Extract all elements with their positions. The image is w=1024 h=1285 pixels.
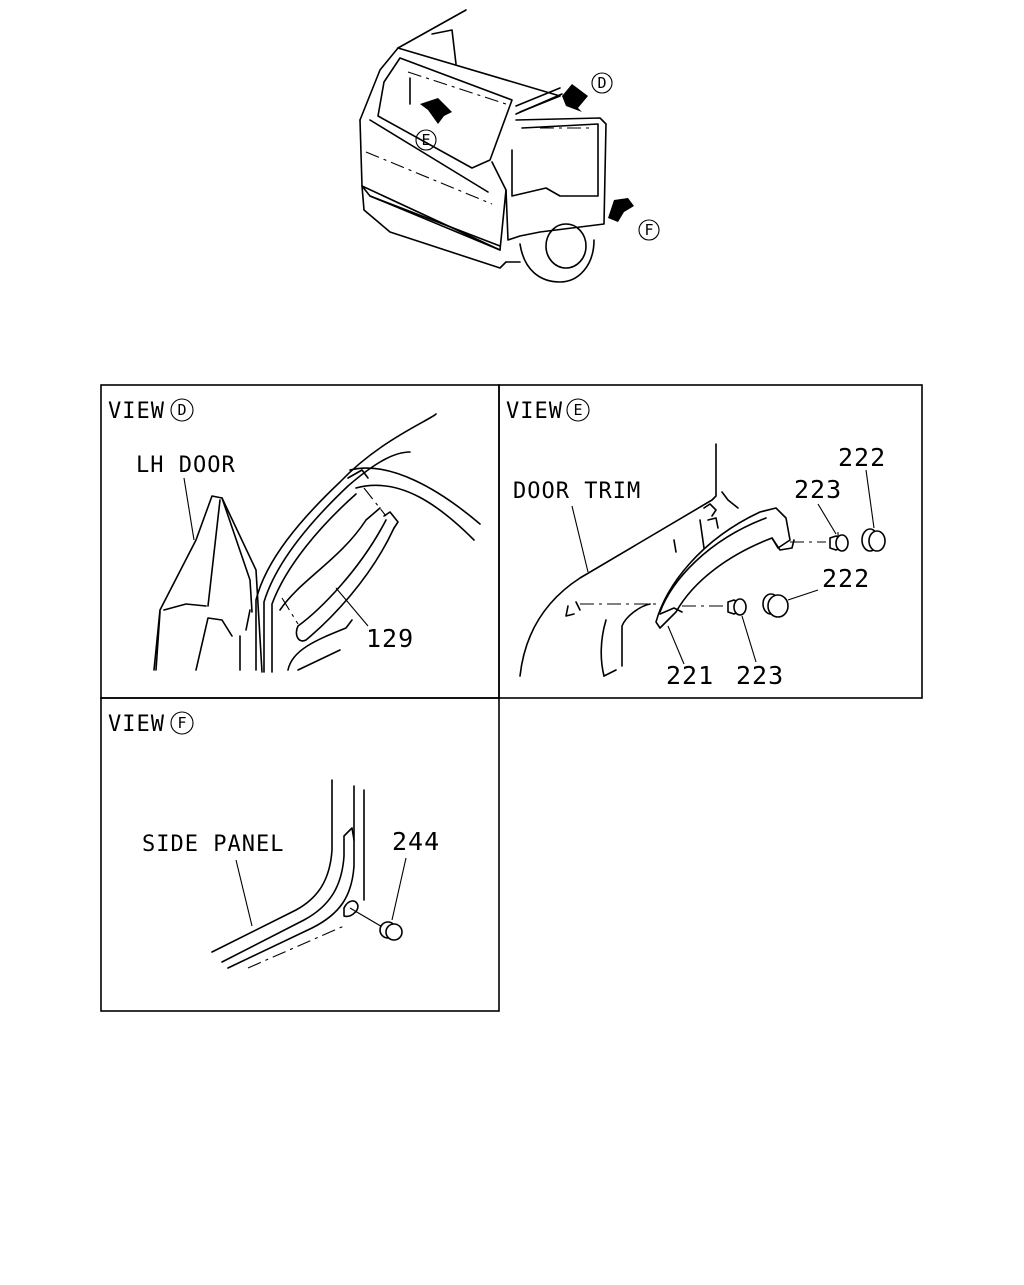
- view-f-label: SIDE PANEL: [142, 832, 284, 857]
- part-222-top: 222: [838, 443, 886, 472]
- view-d-panel: VIEW D LH DOOR 129: [108, 398, 481, 673]
- arrow-d-icon: [562, 84, 588, 112]
- view-f-title: VIEW: [108, 712, 165, 737]
- part-221: 221: [666, 661, 714, 690]
- svg-text:E: E: [573, 401, 582, 419]
- marker-e: E: [415, 129, 437, 151]
- arrow-f-icon: [608, 198, 634, 222]
- view-e-label: DOOR TRIM: [513, 479, 641, 504]
- view-f-circle: F: [170, 711, 194, 735]
- view-e-title: VIEW: [506, 399, 563, 424]
- view-f-panel: VIEW F SIDE PANEL 244: [108, 711, 440, 969]
- part-223-bottom: 223: [736, 661, 784, 690]
- view-d-label: LH DOOR: [136, 453, 236, 478]
- view-e-panel: VIEW E DOOR TRIM: [506, 398, 886, 690]
- screw-223-bottom: [727, 598, 747, 616]
- truck-cab-illustration: D E F: [359, 9, 660, 283]
- clip-244: [379, 921, 403, 941]
- view-e-circle: E: [566, 398, 590, 422]
- part-129: 129: [366, 624, 414, 653]
- svg-text:E: E: [421, 131, 430, 149]
- part-222-mid: 222: [822, 564, 870, 593]
- arrow-e-icon: [420, 98, 452, 124]
- view-d-title: VIEW: [108, 399, 165, 424]
- screw-223-top: [829, 532, 849, 552]
- marker-d: D: [591, 72, 613, 94]
- view-d-circle: D: [170, 398, 194, 422]
- svg-text:F: F: [644, 221, 653, 239]
- cap-222-mid: [762, 593, 789, 618]
- svg-text:F: F: [177, 714, 186, 732]
- part-223-top: 223: [794, 475, 842, 504]
- marker-f: F: [638, 219, 660, 241]
- svg-text:D: D: [597, 74, 606, 92]
- view-frames: [100, 384, 923, 1012]
- part-244: 244: [392, 827, 440, 856]
- cap-222-top: [861, 528, 886, 552]
- svg-text:D: D: [177, 401, 186, 419]
